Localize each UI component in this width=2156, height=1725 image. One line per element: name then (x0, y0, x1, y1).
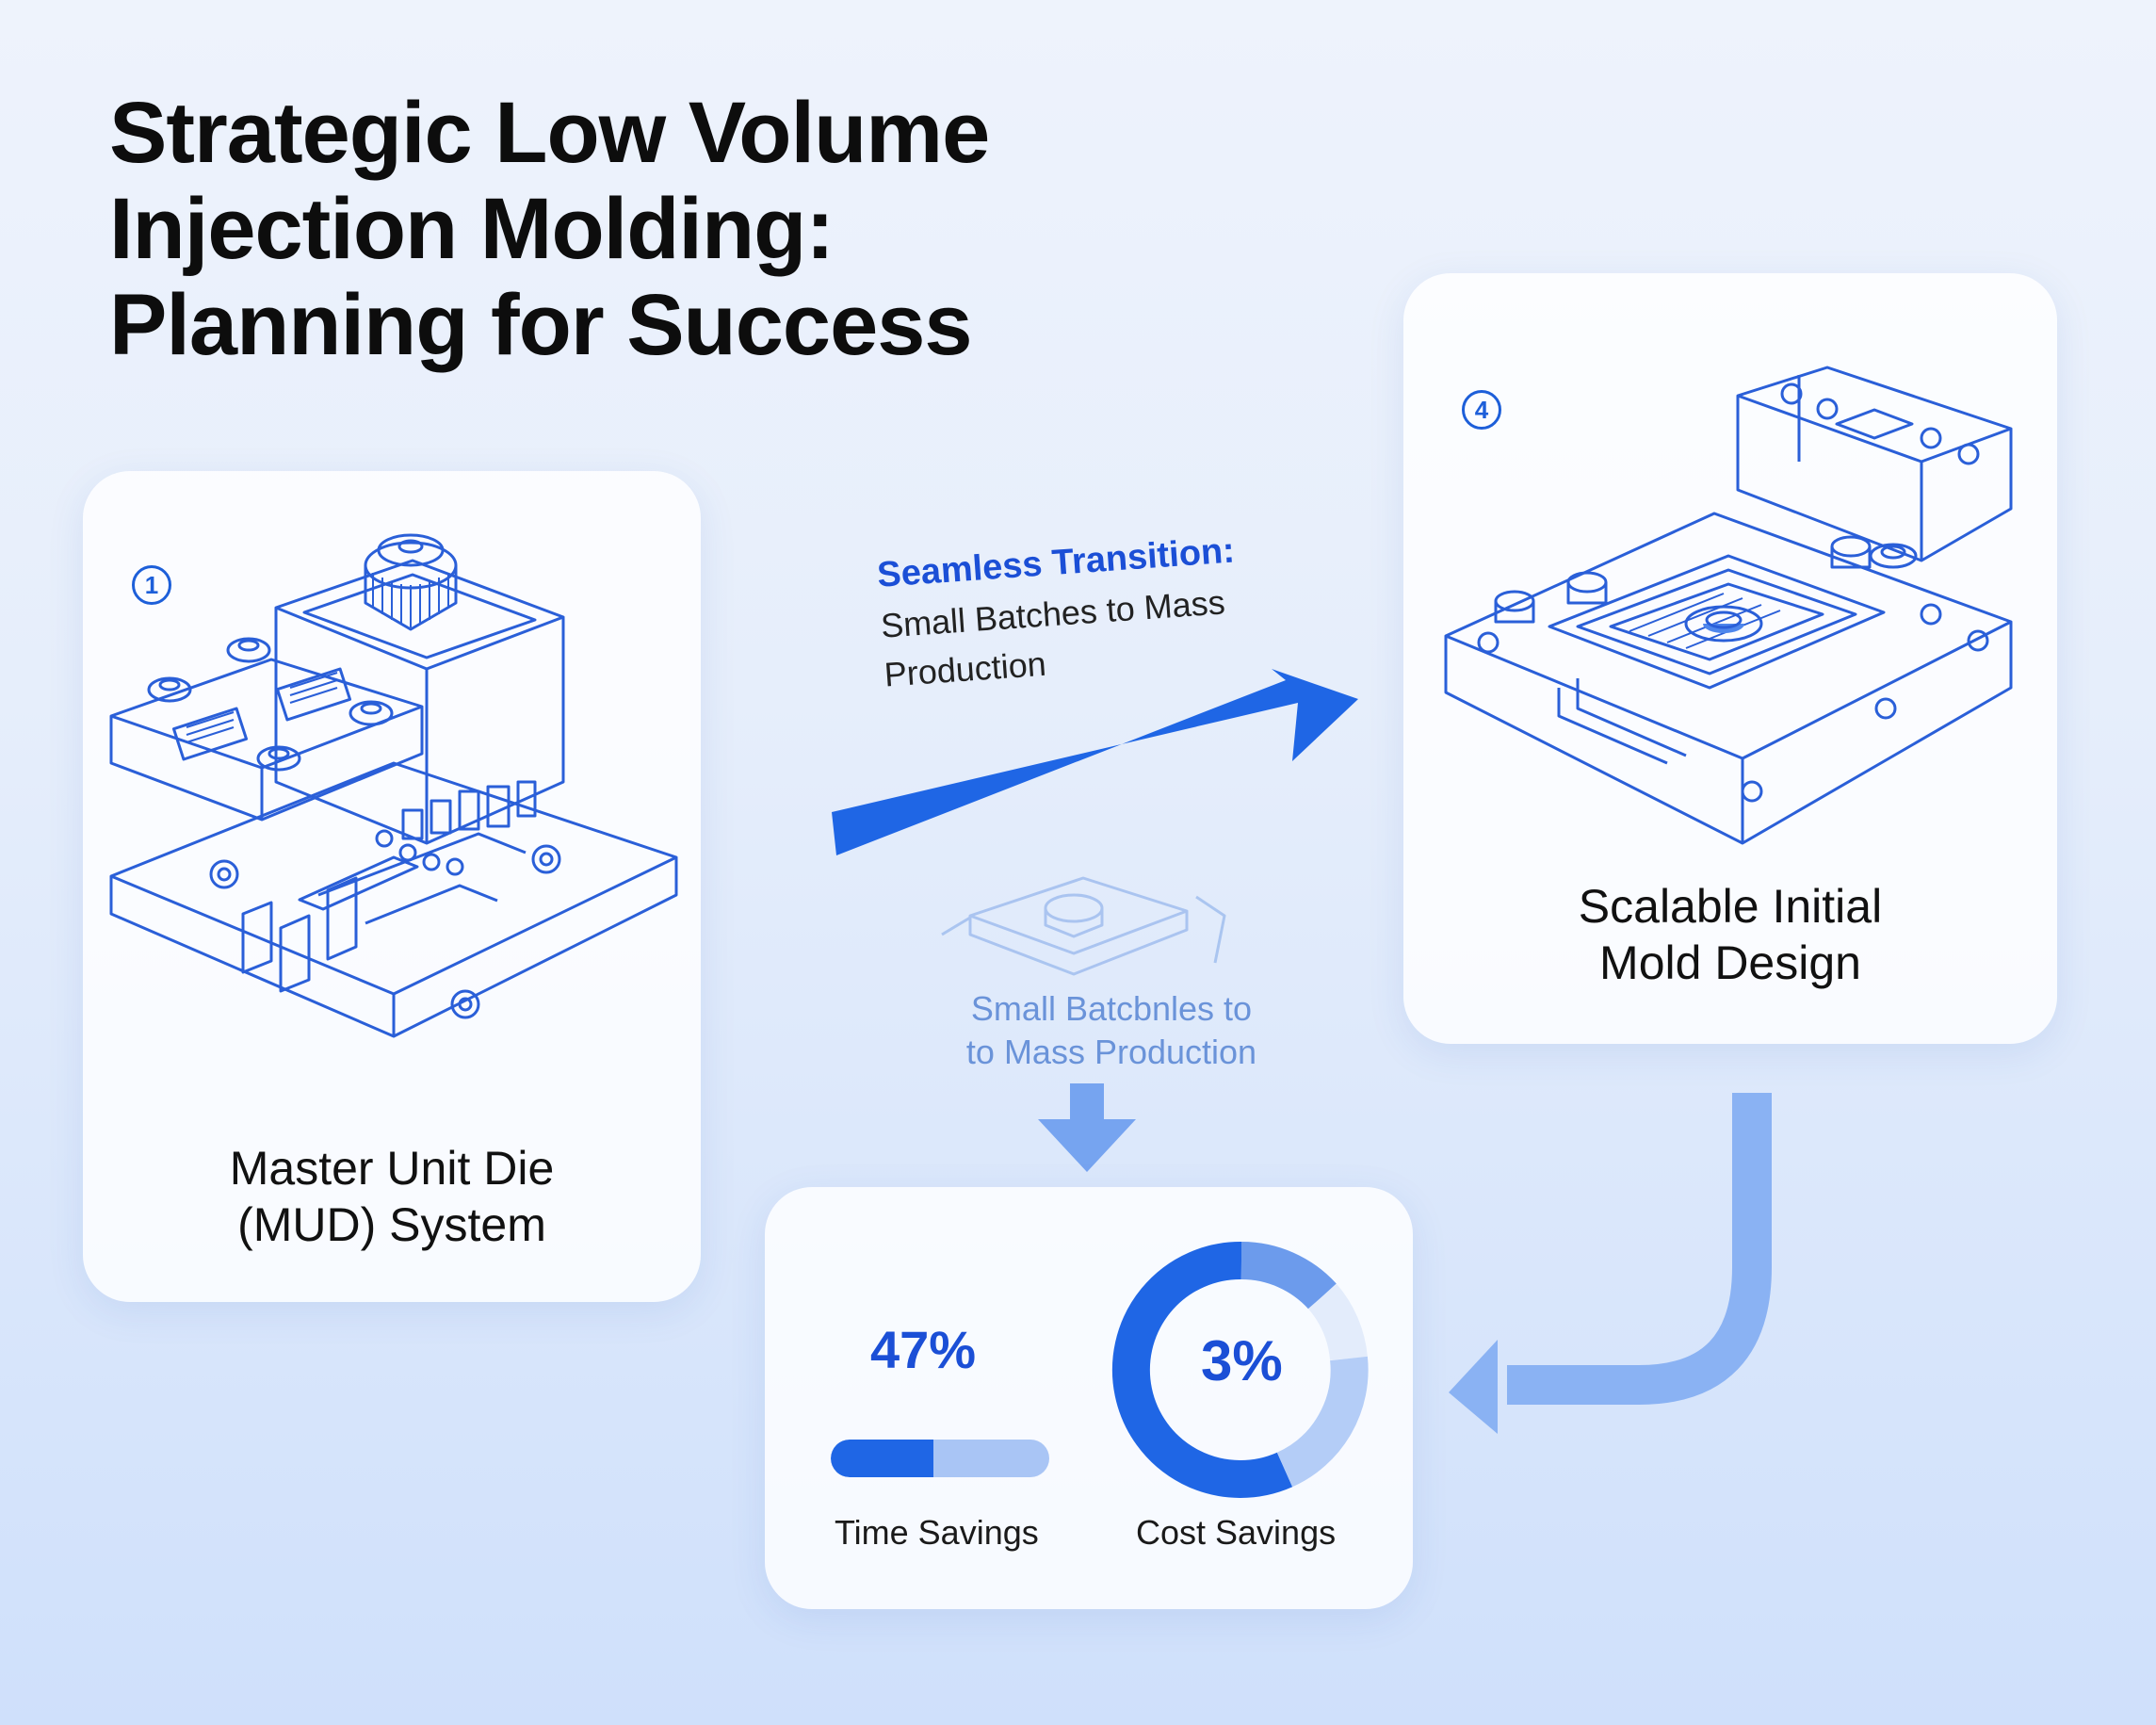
time-savings-progress-fill (831, 1440, 934, 1477)
ghost-caption-line-1: Small Batcbnles to (970, 989, 1253, 1028)
mud-system-exploded-icon (109, 533, 678, 1038)
mold-label-line-2: Mold Design (1599, 936, 1861, 989)
donut-segment-mid (1276, 1356, 1369, 1488)
ghost-mold-sketch-icon (941, 876, 1226, 976)
mold-design-card: 4 (1403, 273, 2057, 1044)
transition-callout: Seamless Transition: Small Batches to Ma… (876, 526, 1319, 700)
savings-stats-card: 47% Time Savings 3% Cost Savings (765, 1187, 1413, 1609)
cost-savings-label: Cost Savings (1136, 1513, 1337, 1552)
time-savings-progress-bar (831, 1440, 1049, 1477)
ghost-caption: Small Batcbnles to to Mass Production (904, 987, 1319, 1074)
donut-segment-upper (1240, 1241, 1337, 1310)
mud-label-line-2: (MUD) System (237, 1198, 546, 1251)
title-line-1: Strategic Low Volume (109, 85, 990, 181)
time-savings-label: Time Savings (835, 1513, 1039, 1552)
mold-design-label: Scalable Initial Mold Design (1403, 878, 2057, 991)
page-title: Strategic Low Volume Injection Molding: … (109, 85, 1051, 373)
cost-savings-value: 3% (1201, 1329, 1283, 1392)
ghost-caption-line-2: to Mass Production (965, 1033, 1257, 1071)
down-arrow-icon (1038, 1083, 1136, 1172)
mud-label-line-1: Master Unit Die (229, 1142, 555, 1195)
step-badge-1: 1 (132, 565, 171, 605)
cost-savings-donut-chart (1111, 1241, 1369, 1498)
donut-segment-light (1307, 1283, 1368, 1361)
mold-label-line-1: Scalable Initial (1578, 880, 1883, 933)
mold-base-icon (1444, 366, 2013, 845)
mud-system-label: Master Unit Die (MUD) System (83, 1140, 701, 1253)
step-badge-4: 4 (1462, 390, 1501, 430)
title-line-3: Planning for Success (109, 277, 973, 373)
mud-system-card: 1 (83, 471, 701, 1302)
time-savings-value: 47% (870, 1320, 977, 1379)
donut-segment-main (1111, 1241, 1293, 1498)
title-line-2: Injection Molding: (109, 181, 835, 277)
